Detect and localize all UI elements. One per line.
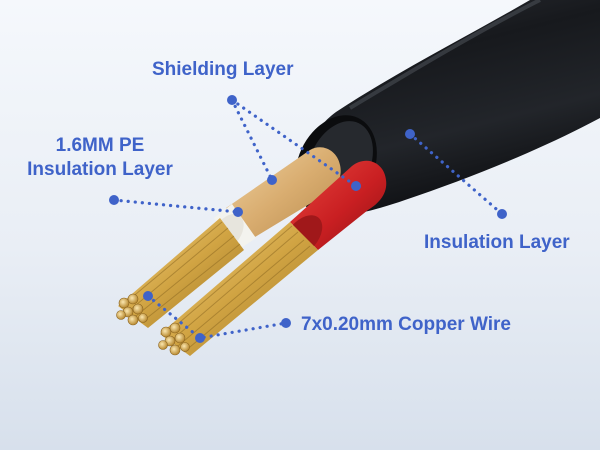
dot-ins-end [497, 209, 507, 219]
copper-wire-label: 7x0.20mm Copper Wire [301, 314, 511, 335]
leader-insulation [408, 132, 504, 216]
leader-shielding-branch [230, 98, 274, 182]
red-conductor [160, 160, 387, 356]
shielding-layer-label: Shielding Layer [152, 59, 294, 80]
dot-ins-start [405, 129, 415, 139]
insulation-layer-label: Insulation Layer [424, 232, 570, 253]
strand-ends-left [116, 293, 148, 326]
leader-copper [146, 294, 288, 340]
dot-pe-end [233, 207, 243, 217]
dot-cu-end [281, 318, 291, 328]
pe-insulation-label-line1: 1.6MM PE [55, 135, 145, 156]
dot-cu-start [143, 291, 153, 301]
dot-shield-mid [267, 175, 277, 185]
dot-pe-start [109, 195, 119, 205]
leader-pe-insulation [112, 198, 240, 214]
dot-shield-end [351, 181, 361, 191]
strand-ends-right [158, 322, 190, 356]
dot-cu-mid [195, 333, 205, 343]
pe-insulation-label-line2: Insulation Layer [27, 159, 173, 180]
pe-insulation-label: 1.6MM PE Insulation Layer [16, 134, 184, 182]
strand-bundle-right [160, 222, 318, 356]
